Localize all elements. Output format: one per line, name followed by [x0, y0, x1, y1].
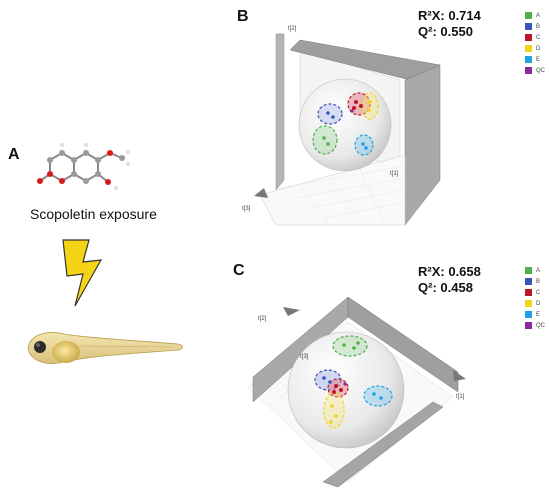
panel-c-legend: A B C D E QC [525, 265, 545, 331]
panel-a-caption: Scopoletin exposure [30, 206, 157, 222]
panel-b-stats: R²X: 0.714 Q²: 0.550 [418, 8, 481, 40]
panel-b-r2x-value: 0.714 [448, 8, 481, 23]
panel-c-r2x-value: 0.658 [448, 264, 481, 279]
legend-swatch-b [525, 23, 532, 30]
legend-swatch-qc [525, 322, 532, 329]
legend-entry-d: D [525, 43, 545, 54]
legend-label-b: B [536, 23, 541, 30]
panel-b-group-a-cluster [312, 125, 338, 155]
legend-entry-a: A [525, 265, 545, 276]
legend-entry-e: E [525, 54, 545, 65]
legend-swatch-e [525, 311, 532, 318]
panel-c-right-plane [347, 296, 459, 393]
legend-entry-d: D [525, 298, 545, 309]
legend-entry-e: E [525, 309, 545, 320]
legend-entry-b: B [525, 21, 545, 32]
panel-b-group-d-cluster [361, 92, 379, 120]
legend-swatch-qc [525, 67, 532, 74]
legend-entry-qc: QC [525, 320, 545, 331]
legend-entry-c: C [525, 287, 545, 298]
legend-label-c: C [536, 34, 541, 41]
panel-b-q2-label: Q²: [418, 24, 437, 39]
panel-b-legend: A B C D E QC [525, 10, 545, 76]
legend-entry-b: B [525, 276, 545, 287]
panel-c-group-d-cluster [323, 391, 345, 429]
panel-c-3d-score-plot: t[2] t[1] t[3] [247, 296, 466, 488]
legend-swatch-c [525, 34, 532, 41]
panel-b-group-b-cluster [317, 103, 343, 125]
zebrafish-larva-image [27, 332, 183, 364]
legend-swatch-e [525, 56, 532, 63]
legend-swatch-b [525, 278, 532, 285]
legend-label-e: E [536, 56, 541, 63]
legend-label-qc: QC [536, 322, 545, 329]
panel-c-q2-value: 0.458 [440, 280, 473, 295]
panel-c-q2-label: Q²: [418, 280, 437, 295]
panel-c-stats: R²X: 0.658 Q²: 0.458 [418, 264, 481, 296]
panel-c-axis-t1: t[1] [456, 394, 465, 400]
legend-entry-c: C [525, 32, 545, 43]
legend-label-d: D [536, 45, 541, 52]
legend-swatch-a [525, 12, 532, 19]
panel-c-axis-t2: t[2] [258, 316, 267, 322]
legend-label-e: E [536, 311, 541, 318]
panel-c-bottom-plane [322, 401, 444, 488]
panel-b-r2x-label: R²X: [418, 8, 445, 23]
panel-c-r2x-label: R²X: [418, 264, 445, 279]
panel-b-axis-t3: t[3] [242, 206, 251, 212]
legend-swatch-d [525, 300, 532, 307]
legend-swatch-d [525, 45, 532, 52]
panel-c-r2x: R²X: 0.658 [418, 264, 481, 280]
panel-b-axis-t2: t[2] [288, 26, 297, 32]
panel-c-q2: Q²: 0.458 [418, 280, 481, 296]
legend-label-qc: QC [536, 67, 545, 74]
panel-b-axis-t1: t[1] [390, 171, 399, 177]
legend-label-b: B [536, 278, 541, 285]
legend-label-d: D [536, 300, 541, 307]
panel-b-right-plane [404, 64, 441, 226]
panel-c-group-e-cluster [363, 385, 393, 407]
legend-entry-qc: QC [525, 65, 545, 76]
lightning-bolt-icon [62, 239, 103, 307]
molecule-icon [37, 143, 130, 190]
panel-b-confidence-sphere [298, 78, 392, 172]
panel-c-axis-t3: t[3] [300, 354, 309, 360]
panel-c-letter: C [233, 262, 245, 279]
legend-swatch-a [525, 267, 532, 274]
legend-swatch-c [525, 289, 532, 296]
panel-b-r2x: R²X: 0.714 [418, 8, 481, 24]
panel-c-group-a-cluster [332, 335, 368, 357]
legend-entry-a: A [525, 10, 545, 21]
panel-b-letter: B [237, 8, 249, 25]
legend-label-c: C [536, 289, 541, 296]
panel-a-letter: A [8, 146, 20, 163]
panel-b-q2-value: 0.550 [440, 24, 473, 39]
panel-b-3d-score-plot: t[2] t[1] t[3] [242, 26, 441, 226]
legend-label-a: A [536, 12, 541, 19]
panel-b-q2: Q²: 0.550 [418, 24, 481, 40]
legend-label-a: A [536, 267, 541, 274]
